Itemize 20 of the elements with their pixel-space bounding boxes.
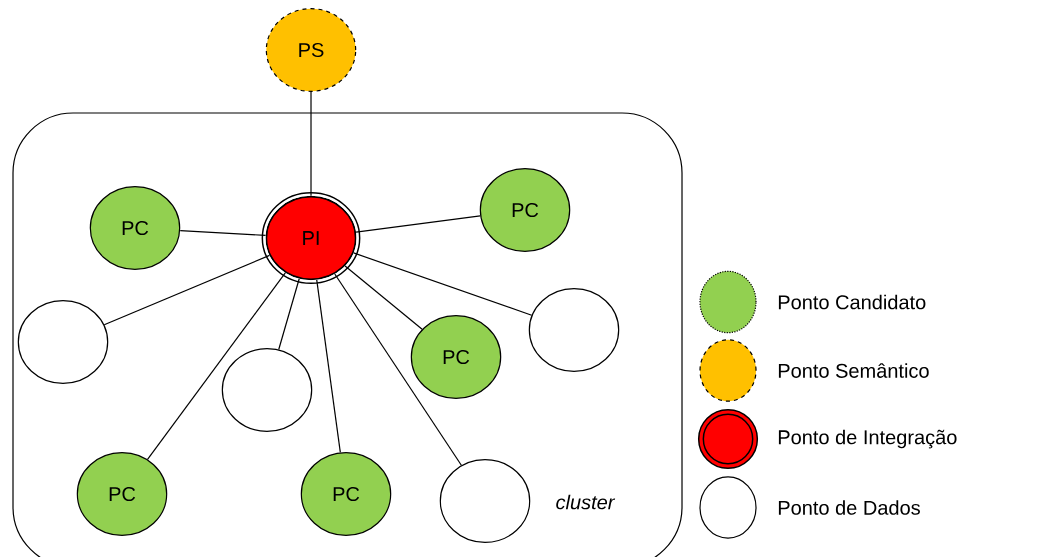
connector-line (278, 278, 300, 351)
connector-line (146, 272, 286, 460)
legend-label: Ponto de Integração (778, 429, 957, 449)
cluster-box (12, 112, 683, 557)
connector-line (179, 229, 267, 236)
connector-line (103, 254, 271, 326)
connector-line (334, 273, 462, 466)
legend-label: Ponto Semântico (778, 363, 929, 378)
connector-line (316, 279, 341, 453)
data-point-circle (17, 300, 109, 384)
connector-line (344, 265, 423, 330)
legend-label: Ponto Candidato (778, 294, 926, 310)
connector-line (355, 215, 481, 233)
data-point-circle (528, 288, 620, 372)
data-point-circle (439, 459, 531, 543)
connector-line (353, 252, 533, 316)
connector-line (310, 91, 312, 197)
cluster-label: cluster (556, 494, 616, 510)
legend-label: Ponto de Dados (778, 500, 920, 515)
data-point-circle (221, 348, 313, 432)
